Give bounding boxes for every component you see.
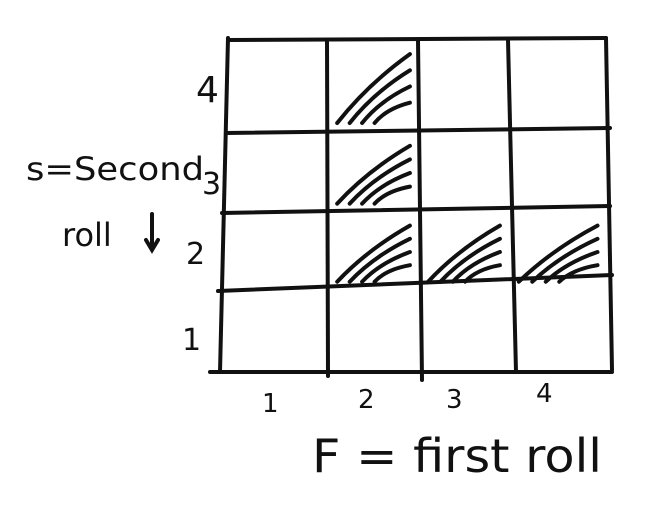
grid bbox=[208, 36, 614, 382]
col-label-3: 3 bbox=[446, 385, 463, 415]
grid-line-v0 bbox=[218, 36, 230, 374]
hatch-stroke bbox=[372, 184, 412, 206]
y-axis-arrow bbox=[144, 212, 160, 254]
row-label-4: 4 bbox=[196, 70, 219, 111]
hatch-stroke bbox=[347, 68, 412, 125]
row-label-3: 3 bbox=[202, 167, 221, 202]
hatch-stroke bbox=[372, 100, 412, 125]
row-label-2: 2 bbox=[186, 237, 205, 272]
hatch-stroke bbox=[335, 223, 412, 284]
grid-line-h3 bbox=[216, 273, 614, 293]
col-label-4: 4 bbox=[536, 379, 553, 409]
shaded-cells bbox=[335, 52, 600, 284]
grid-line-h2 bbox=[220, 204, 612, 215]
col-label-1: 1 bbox=[262, 389, 279, 419]
labels: 4 3 2 1 1 2 3 4 s=Second roll F = first … bbox=[26, 70, 602, 483]
row-label-1: 1 bbox=[182, 323, 201, 358]
hatch-stroke bbox=[347, 157, 412, 206]
y-axis-title-line1: s=Second bbox=[26, 150, 204, 188]
hatch-stroke bbox=[347, 236, 412, 284]
hatch-stroke bbox=[557, 263, 600, 284]
hatch-stroke bbox=[426, 223, 502, 284]
hatch-stroke bbox=[438, 236, 502, 284]
grid-line-h0 bbox=[228, 36, 608, 42]
hatch-stroke bbox=[463, 263, 502, 284]
col-label-2: 2 bbox=[358, 385, 375, 415]
y-axis-title-line2: roll bbox=[62, 216, 112, 254]
hatch-stroke bbox=[335, 143, 412, 206]
hatch-stroke bbox=[530, 236, 600, 284]
hatch-stroke bbox=[360, 250, 412, 284]
hatch-stroke bbox=[543, 250, 600, 284]
hatch-stroke bbox=[360, 171, 412, 206]
grid-line-v1 bbox=[325, 38, 330, 378]
x-axis-title: F = first roll bbox=[312, 429, 602, 483]
hatch-stroke bbox=[516, 223, 600, 284]
hatch-stroke bbox=[372, 263, 412, 284]
grid-line-h1 bbox=[224, 126, 612, 135]
hatch-stroke bbox=[335, 52, 412, 125]
hatch-stroke bbox=[450, 250, 502, 284]
grid-line-v4 bbox=[604, 36, 614, 372]
hatch-stroke bbox=[360, 84, 412, 125]
